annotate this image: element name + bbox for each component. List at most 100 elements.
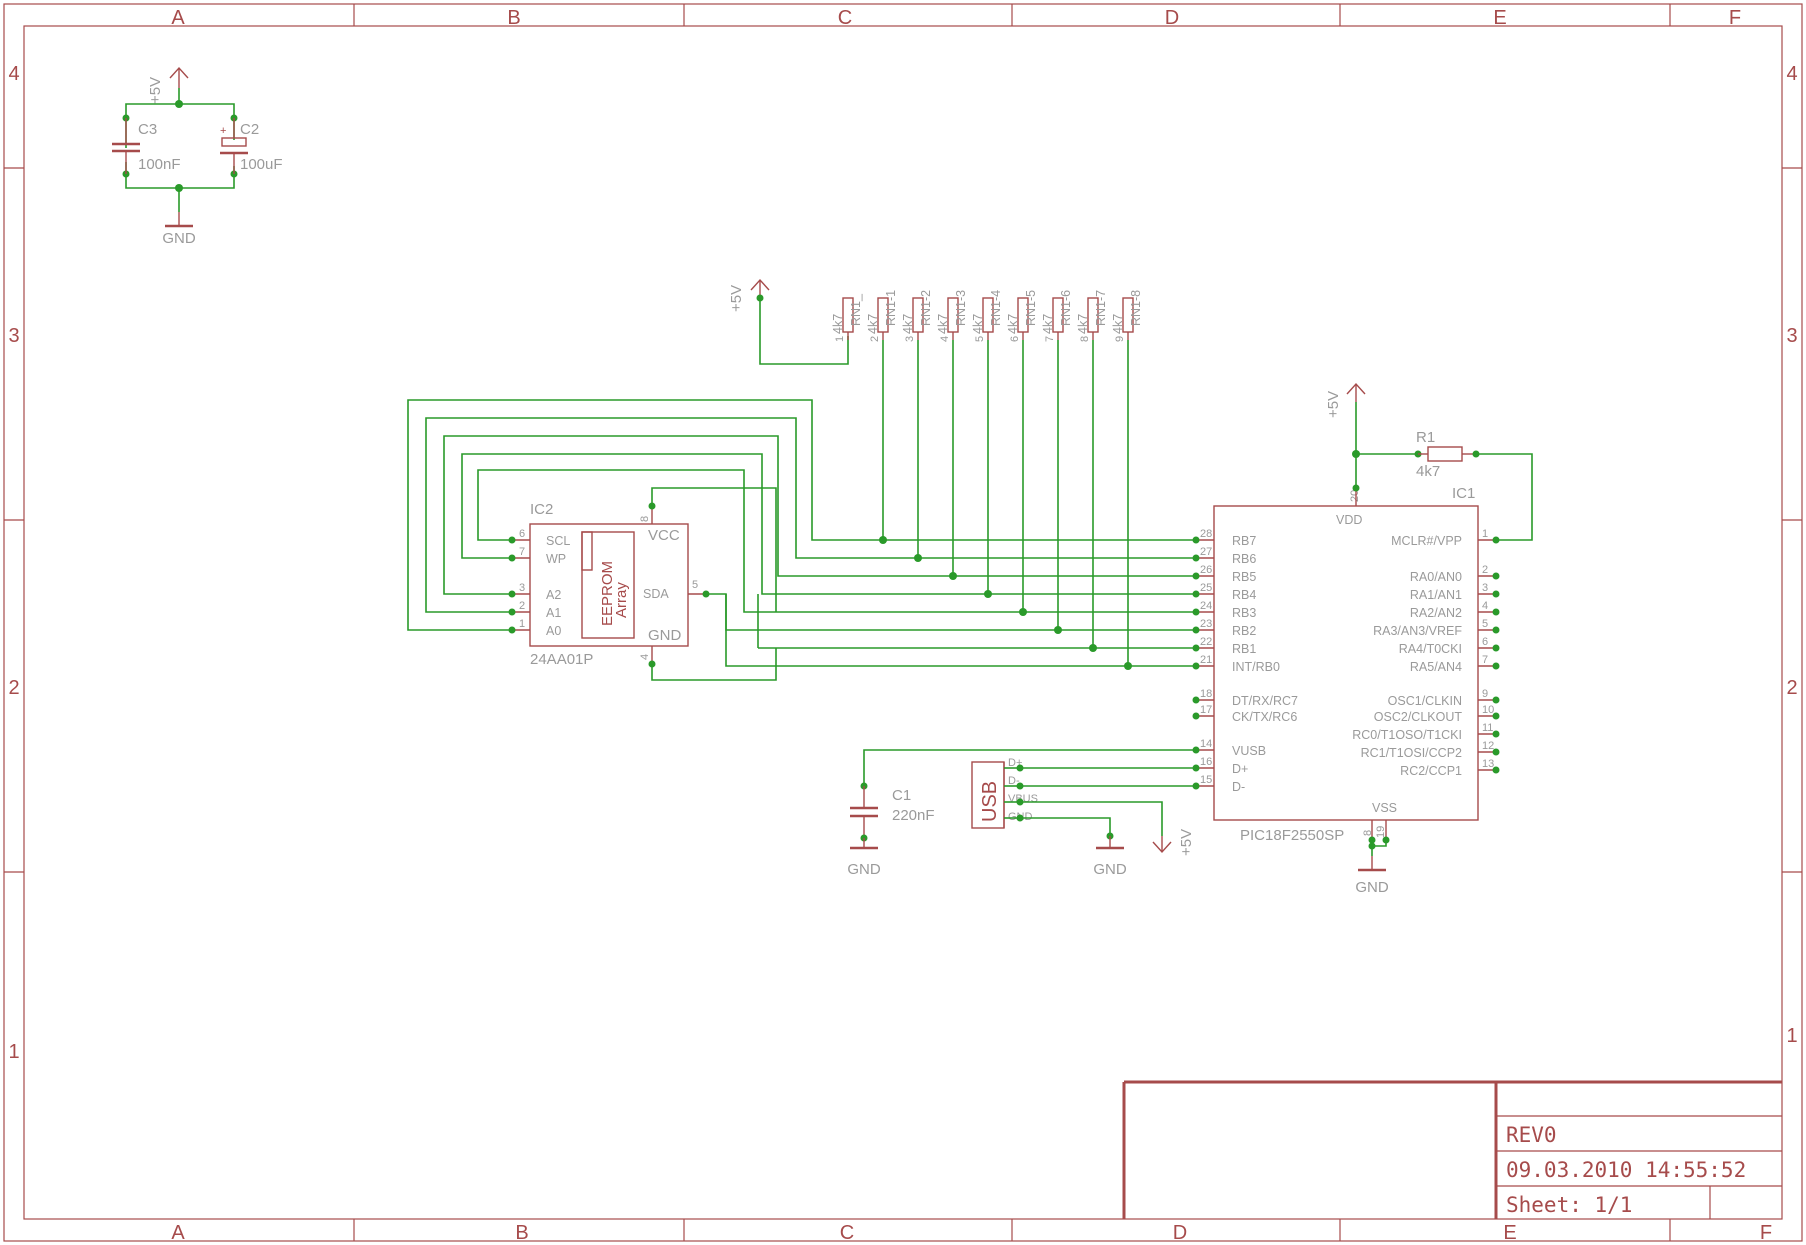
ic1-right-pin-number-3: 3 <box>1482 582 1488 594</box>
rn1-pin-5: 6 <box>1009 336 1021 342</box>
col-label-bottom-b: B <box>515 1222 528 1244</box>
ic1-left-pin-label-15: D- <box>1232 780 1245 794</box>
ic1-part: PIC18F2550SP <box>1240 827 1344 844</box>
ic1-right-pin-label-3: RA1/AN1 <box>1410 588 1462 602</box>
ic1-right-pin-label-11: RC0/T1OSO/T1CKI <box>1352 728 1462 742</box>
ic1-left-pin-number-18: 18 <box>1200 688 1212 700</box>
decoupling-supply-label: +5V <box>147 77 164 104</box>
rn1-value-2: 4k7 <box>901 314 915 334</box>
ic1-left-pin-label-21: INT/RB0 <box>1232 660 1280 674</box>
r1-name: R1 <box>1416 429 1435 446</box>
ic1-left-pin-number-21: 21 <box>1200 654 1212 666</box>
rn1-pin-6: 7 <box>1044 336 1056 342</box>
ic1-vss-pin-8-number: 8 <box>1362 830 1374 836</box>
ic1-right-pin-number-1: 1 <box>1482 528 1488 540</box>
ic1-left-pin-number-15: 15 <box>1200 774 1212 786</box>
r1-value: 4k7 <box>1416 463 1440 480</box>
usb-supply-label: +5V <box>1178 829 1195 856</box>
ic2-sda-label: SDA <box>643 587 669 601</box>
ic1-right-pin-label-6: RA4/T0CKI <box>1399 642 1462 656</box>
col-label-bottom-a: A <box>171 1222 185 1244</box>
ic2-gnd-pin-number: 4 <box>639 654 651 660</box>
ic1-right-pin-number-6: 6 <box>1482 636 1488 648</box>
c2-polarized-capacitor-icon <box>220 118 248 174</box>
ic1-left-pin-number-28: 28 <box>1200 528 1212 540</box>
rn1-pin-4: 5 <box>974 336 986 342</box>
ic2-gnd-label: GND <box>648 627 682 644</box>
col-label-top-e: E <box>1493 7 1506 29</box>
ic2-inner-line-1: EEPROM <box>599 561 616 626</box>
col-label-bottom-e: E <box>1503 1222 1516 1244</box>
rn1-label-4: RN1-4 <box>989 290 1003 326</box>
c2-value: 100uF <box>240 156 283 173</box>
c1-name: C1 <box>892 787 911 804</box>
usb-connector: USB D+ D- VBUS GND +5V GND <box>971 757 1196 878</box>
ic1-right-pin-label-12: RC1/T1OSI/CCP2 <box>1361 746 1462 760</box>
usb-pin-dminus: D- <box>1008 775 1020 787</box>
rn1-supply-label: +5V <box>728 285 745 312</box>
rn1-label-5: RN1-5 <box>1024 290 1038 326</box>
ic2-pin-label-a0: A0 <box>546 624 561 638</box>
rn1-value-0: 4k7 <box>831 314 845 334</box>
c3-capacitor-icon <box>112 118 140 174</box>
ic2-vcc-pin-number: 8 <box>639 516 651 522</box>
ic1-left-pin-number-14: 14 <box>1200 738 1212 750</box>
rn1-value-6: 4k7 <box>1041 314 1055 334</box>
usb-ground-icon <box>1096 836 1124 850</box>
title-sheet: Sheet: 1/1 <box>1506 1193 1632 1217</box>
ic2-pin-number-a0: 1 <box>519 618 525 630</box>
ic1-left-pin-number-17: 17 <box>1200 704 1212 716</box>
ic1-right-pin-label-2: RA0/AN0 <box>1410 570 1462 584</box>
rn1-pin-0: 1 <box>834 336 846 342</box>
ic2-pin-number-wp: 7 <box>519 546 525 558</box>
ground-icon <box>165 212 193 228</box>
ic2-pin-number-scl: 6 <box>519 528 525 540</box>
supply-arrow-icon <box>169 66 189 88</box>
usb-supply-arrow-icon <box>1152 836 1172 854</box>
rn1-label-6: RN1-6 <box>1059 290 1073 326</box>
ic1-right-pin-number-5: 5 <box>1482 618 1488 630</box>
ic1-right-pin-number-2: 2 <box>1482 564 1488 576</box>
ic1-vdd-label: VDD <box>1336 513 1362 527</box>
ic2-inner-array-box <box>581 531 635 639</box>
ic1-left-pin-label-18: DT/RX/RC7 <box>1232 694 1298 708</box>
ic1-right-pin-label-4: RA2/AN2 <box>1410 606 1462 620</box>
ic1-left-pin-number-22: 22 <box>1200 636 1212 648</box>
ic1-right-pin-number-9: 9 <box>1482 688 1488 700</box>
ic1-right-pin-label-13: RC2/CCP1 <box>1400 764 1462 778</box>
ic1-left-pin-number-25: 25 <box>1200 582 1212 594</box>
c3-value: 100nF <box>138 156 181 173</box>
rn1-value-1: 4k7 <box>866 314 880 334</box>
ic2-pin-label-scl: SCL <box>546 534 570 548</box>
ic2-vcc-label: VCC <box>648 527 680 544</box>
rn1-pin-3: 4 <box>939 336 951 342</box>
ic1-left-pin-number-27: 27 <box>1200 546 1212 558</box>
ic2-pin-label-wp: WP <box>546 552 566 566</box>
rn1-label-7: RN1-7 <box>1094 290 1108 326</box>
decoupling-ground-label: GND <box>162 230 196 247</box>
title-block: REV0 09.03.2010 14:55:52 Sheet: 1/1 <box>1122 1080 1782 1219</box>
ic2-eeprom: EEPROM Array IC2 24AA01P VCC GND SDA 8 4… <box>508 501 706 668</box>
ic1-supply-arrow-icon <box>1346 382 1366 402</box>
col-label-bottom-d: D <box>1173 1222 1187 1244</box>
ic1-right-pin-number-7: 7 <box>1482 654 1488 666</box>
ic1-left-pin-label-27: RB6 <box>1232 552 1256 566</box>
ic2-inner-tab <box>581 531 593 571</box>
ic1-left-pin-label-25: RB4 <box>1232 588 1256 602</box>
ic2-name: IC2 <box>530 501 553 518</box>
ic1-body <box>1213 505 1479 821</box>
ic1-left-pin-label-22: RB1 <box>1232 642 1256 656</box>
rn1-label-8: RN1-8 <box>1129 290 1143 326</box>
row-label-left-3: 3 <box>8 325 19 347</box>
ic2-pin-label-a1: A1 <box>546 606 561 620</box>
usb-ground-label: GND <box>1093 861 1127 878</box>
ic2-inner-line-2: Array <box>613 582 630 618</box>
rn1-pin-2: 3 <box>904 336 916 342</box>
ic1-left-pin-label-28: RB7 <box>1232 534 1256 548</box>
ic1-left-pin-label-26: RB5 <box>1232 570 1256 584</box>
ic1-left-pin-number-26: 26 <box>1200 564 1212 576</box>
rn1-pin-1: 2 <box>869 336 881 342</box>
row-label-right-4: 4 <box>1786 63 1797 85</box>
